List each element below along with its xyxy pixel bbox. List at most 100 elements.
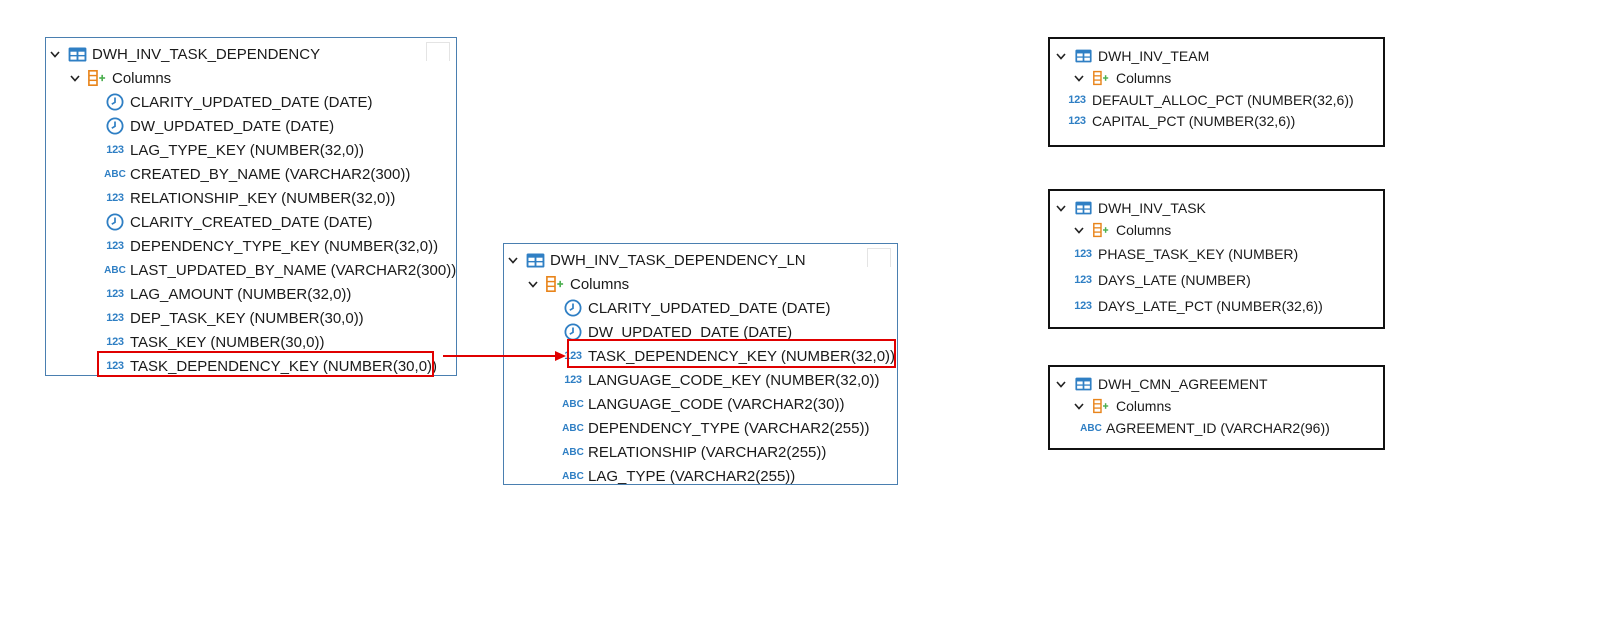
- column-item[interactable]: 123 DAYS_LATE (NUMBER): [1072, 269, 1251, 291]
- column-item[interactable]: ABC LAST_UPDATED_BY_NAME (VARCHAR2(300)): [104, 258, 456, 282]
- text-type-icon: ABC: [1080, 422, 1102, 434]
- chevron-down-icon[interactable]: [506, 253, 520, 267]
- column-label: DEFAULT_ALLOC_PCT (NUMBER(32,6)): [1092, 92, 1354, 108]
- number-type-icon: 123: [106, 336, 124, 348]
- number-type-icon: 123: [106, 312, 124, 324]
- text-type-icon: ABC: [562, 422, 584, 434]
- column-item[interactable]: 123 LAG_TYPE_KEY (NUMBER(32,0)): [104, 138, 364, 162]
- chevron-down-icon[interactable]: [1072, 223, 1086, 237]
- highlight-source-key: [97, 351, 434, 377]
- column-item[interactable]: CLARITY_CREATED_DATE (DATE): [104, 210, 373, 234]
- chevron-down-icon[interactable]: [1054, 49, 1068, 63]
- chevron-down-icon[interactable]: [526, 277, 540, 291]
- table-node[interactable]: DWH_CMN_AGREEMENT: [1054, 373, 1268, 395]
- column-label: DW_UPDATED_DATE (DATE): [588, 323, 793, 341]
- column-item[interactable]: 123 DEFAULT_ALLOC_PCT (NUMBER(32,6)): [1066, 89, 1354, 111]
- column-label: CAPITAL_PCT (NUMBER(32,6)): [1092, 113, 1296, 129]
- table-name: DWH_CMN_AGREEMENT: [1098, 376, 1268, 392]
- column-item[interactable]: 123 LAG_AMOUNT (NUMBER(32,0)): [104, 282, 351, 306]
- table-node[interactable]: DWH_INV_TEAM: [1054, 45, 1209, 67]
- column-label: LAST_UPDATED_BY_NAME (VARCHAR2(300)): [130, 261, 457, 279]
- table-icon: [1072, 47, 1094, 65]
- number-type-icon: 123: [106, 360, 124, 372]
- columns-label: Columns: [112, 69, 172, 87]
- chevron-down-icon[interactable]: [1072, 399, 1086, 413]
- column-item[interactable]: ABC DEPENDENCY_TYPE (VARCHAR2(255)): [562, 416, 869, 440]
- column-label: CLARITY_UPDATED_DATE (DATE): [588, 299, 831, 317]
- panel-scroll-stub: [867, 248, 891, 267]
- columns-label: Columns: [1116, 70, 1172, 86]
- columns-label: Columns: [1116, 222, 1172, 238]
- chevron-down-icon[interactable]: [68, 71, 82, 85]
- text-type-icon: ABC: [562, 446, 584, 458]
- column-label: LANGUAGE_CODE_KEY (NUMBER(32,0)): [588, 371, 880, 389]
- number-type-icon: 123: [1074, 300, 1092, 312]
- column-label: TASK_DEPENDENCY_KEY (NUMBER(30,0)): [130, 357, 438, 375]
- column-item[interactable]: 123 TASK_DEPENDENCY_KEY (NUMBER(30,0)): [104, 354, 437, 378]
- chevron-down-icon[interactable]: [1054, 201, 1068, 215]
- text-type-icon: ABC: [104, 264, 126, 276]
- number-type-icon: 123: [564, 374, 582, 386]
- column-label: CLARITY_UPDATED_DATE (DATE): [130, 93, 373, 111]
- columns-folder[interactable]: Columns: [1072, 67, 1171, 89]
- column-label: RELATIONSHIP_KEY (NUMBER(32,0)): [130, 189, 396, 207]
- column-label: LANGUAGE_CODE (VARCHAR2(30)): [588, 395, 845, 413]
- columns-icon: [86, 69, 108, 87]
- column-label: LAG_AMOUNT (NUMBER(32,0)): [130, 285, 352, 303]
- columns-label: Columns: [570, 275, 630, 293]
- column-item[interactable]: DW_UPDATED_DATE (DATE): [104, 114, 334, 138]
- column-item[interactable]: 123 DEP_TASK_KEY (NUMBER(30,0)): [104, 306, 364, 330]
- table-icon: [524, 251, 546, 269]
- columns-icon: [1090, 397, 1112, 415]
- column-item[interactable]: 123 TASK_KEY (NUMBER(30,0)): [104, 330, 325, 354]
- clock-icon: [104, 93, 126, 111]
- column-item[interactable]: CLARITY_UPDATED_DATE (DATE): [562, 296, 831, 320]
- columns-folder[interactable]: Columns: [1072, 219, 1171, 241]
- columns-folder[interactable]: Columns: [68, 66, 171, 90]
- columns-icon: [1090, 69, 1112, 87]
- column-label: DEP_TASK_KEY (NUMBER(30,0)): [130, 309, 364, 327]
- number-type-icon: 123: [1074, 274, 1092, 286]
- panel-scroll-stub: [426, 42, 450, 61]
- table-node[interactable]: DWH_INV_TASK: [1054, 197, 1206, 219]
- chevron-down-icon[interactable]: [1072, 71, 1086, 85]
- column-label: TASK_KEY (NUMBER(30,0)): [130, 333, 325, 351]
- table-icon: [66, 45, 88, 63]
- column-item[interactable]: CLARITY_UPDATED_DATE (DATE): [104, 90, 373, 114]
- column-item[interactable]: ABC AGREEMENT_ID (VARCHAR2(96)): [1080, 417, 1330, 439]
- number-type-icon: 123: [1068, 94, 1086, 106]
- columns-folder[interactable]: Columns: [526, 272, 629, 296]
- number-type-icon: 123: [106, 144, 124, 156]
- column-label: CLARITY_CREATED_DATE (DATE): [130, 213, 373, 231]
- clock-icon: [562, 299, 584, 317]
- columns-folder[interactable]: Columns: [1072, 395, 1171, 417]
- column-label: LAG_TYPE_KEY (NUMBER(32,0)): [130, 141, 364, 159]
- chevron-down-icon[interactable]: [48, 47, 62, 61]
- column-label: AGREEMENT_ID (VARCHAR2(96)): [1106, 420, 1330, 436]
- column-item[interactable]: 123 LANGUAGE_CODE_KEY (NUMBER(32,0)): [562, 368, 879, 392]
- column-label: DAYS_LATE (NUMBER): [1098, 272, 1251, 288]
- column-label: LAG_TYPE (VARCHAR2(255)): [588, 467, 796, 485]
- column-label: DEPENDENCY_TYPE (VARCHAR2(255)): [588, 419, 870, 437]
- highlight-target-key: [567, 339, 896, 368]
- clock-icon: [104, 117, 126, 135]
- chevron-down-icon[interactable]: [1054, 377, 1068, 391]
- table-node[interactable]: DWH_INV_TASK_DEPENDENCY_LN: [506, 248, 806, 272]
- number-type-icon: 123: [106, 288, 124, 300]
- table-node[interactable]: DWH_INV_TASK_DEPENDENCY: [48, 42, 320, 66]
- panel-team: DWH_INV_TEAM Columns 123 DEFAULT_ALLOC_PCT …: [1048, 37, 1385, 147]
- column-label: PHASE_TASK_KEY (NUMBER): [1098, 246, 1299, 262]
